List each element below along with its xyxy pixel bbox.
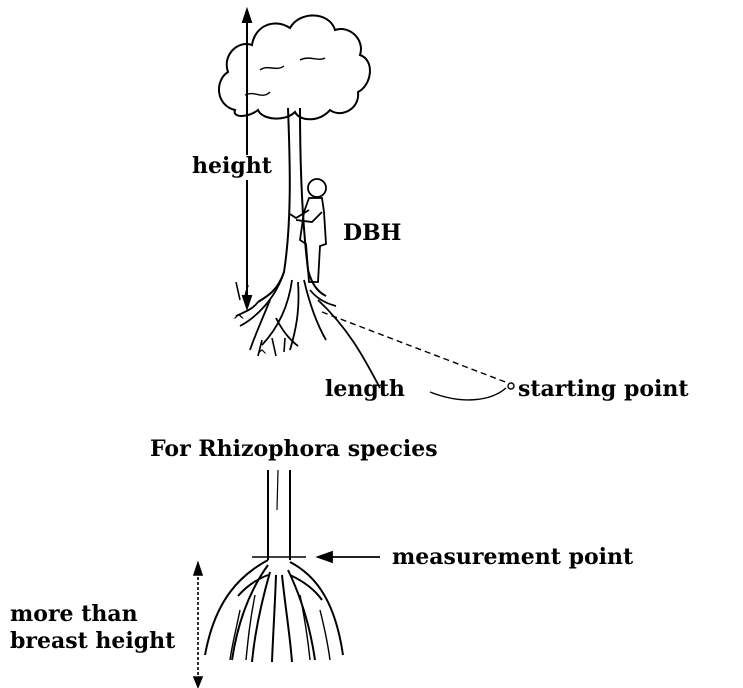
starting-point-marker bbox=[508, 383, 514, 389]
tree-roots bbox=[236, 272, 336, 350]
svg-text:^: ^ bbox=[256, 348, 268, 364]
person-figure bbox=[290, 179, 326, 282]
label-breast-height: breast height bbox=[10, 630, 175, 652]
rhizophora-trunk bbox=[268, 470, 290, 560]
svg-text:^: ^ bbox=[232, 311, 245, 330]
top-tree: ^ ^ bbox=[219, 15, 380, 388]
tree-long-root bbox=[318, 300, 380, 388]
rhizophora-tree bbox=[205, 470, 343, 662]
label-starting-point: starting point bbox=[518, 378, 689, 400]
breast-height-arrow bbox=[194, 563, 202, 687]
tree-crown bbox=[219, 15, 370, 119]
label-dbh: DBH bbox=[343, 222, 401, 244]
label-length: length bbox=[325, 378, 405, 400]
label-height: height bbox=[192, 155, 272, 177]
dashed-line bbox=[322, 312, 508, 383]
length-arc bbox=[430, 388, 506, 400]
rhizophora-heading: For Rhizophora species bbox=[150, 438, 438, 460]
stilt-roots bbox=[205, 560, 343, 662]
label-measurement-point: measurement point bbox=[392, 546, 633, 568]
tree-trunk bbox=[258, 108, 290, 302]
label-more-than: more than bbox=[10, 603, 138, 625]
measurement-arrow bbox=[318, 552, 380, 562]
